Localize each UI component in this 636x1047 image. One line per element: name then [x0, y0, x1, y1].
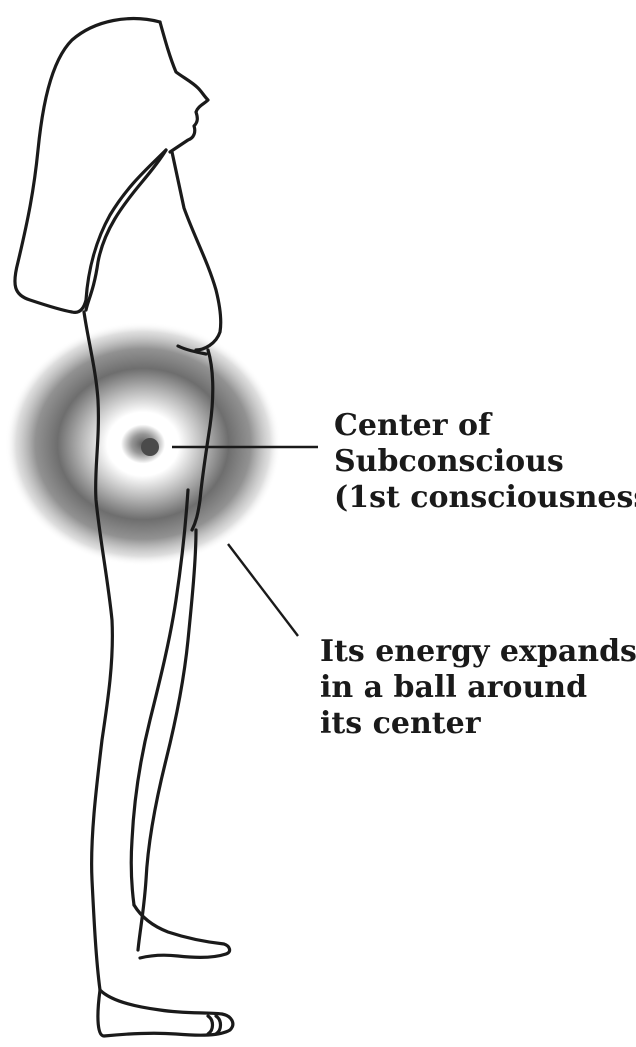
subconscious-center-point — [141, 438, 159, 456]
center-callout-label: Center of Subconscious (1st consciousnes… — [334, 408, 636, 516]
hair-outline — [15, 19, 166, 313]
energy-leader-line — [228, 544, 298, 636]
toes — [208, 1016, 221, 1034]
hair-inner — [86, 150, 166, 310]
center-callout-line-1: Center of — [334, 408, 636, 444]
center-callout-line-3: (1st consciousness) — [334, 480, 636, 516]
center-callout-line-2: Subconscious — [334, 444, 636, 480]
energy-callout-line-1: Its energy expands — [320, 634, 636, 670]
energy-callout-line-2: in a ball around — [320, 670, 636, 706]
energy-callout-label: Its energy expands in a ball around its … — [320, 634, 636, 742]
chest-line — [172, 152, 221, 350]
face-profile — [160, 22, 208, 152]
back-foot — [134, 905, 230, 958]
energy-callout-line-3: its center — [320, 706, 636, 742]
